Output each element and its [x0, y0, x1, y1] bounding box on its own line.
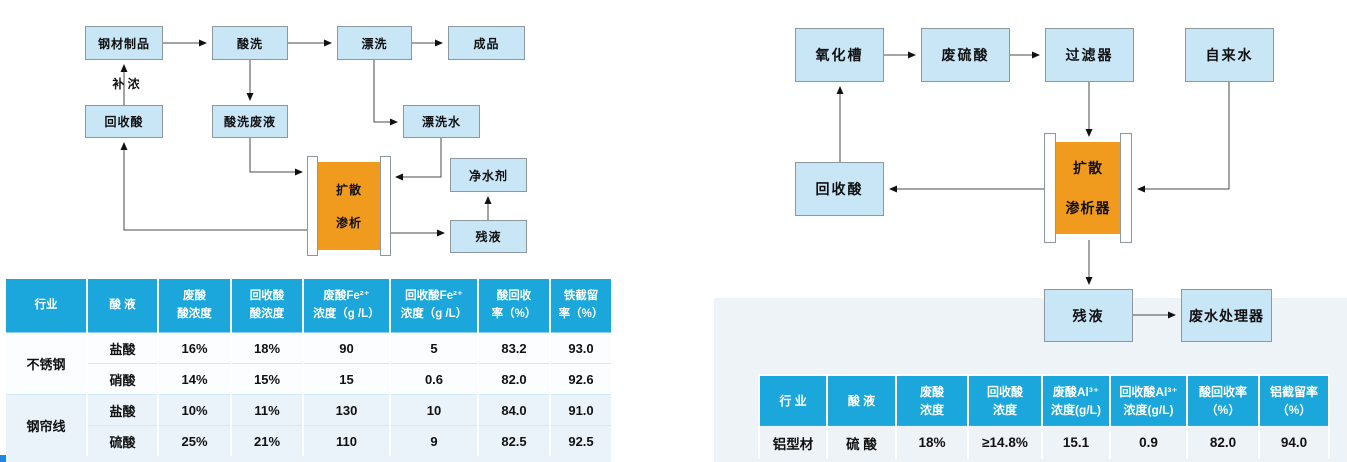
- cell: 15: [302, 363, 391, 395]
- cell: 130: [302, 394, 391, 426]
- cell: 14%: [157, 363, 232, 395]
- node-residual-left: 残液: [450, 220, 527, 253]
- right-table-header-row: 行 业 酸 液 废酸 浓度 回收酸 浓度 废酸Al³⁺ 浓度(g/L) 回收酸A…: [758, 374, 1330, 426]
- col-recovered-acid-conc: 回收酸 酸浓度: [230, 277, 304, 333]
- table-padding-row: [4, 456, 613, 462]
- dialyzer-right-membrane: [380, 156, 391, 256]
- cell: 84.0: [477, 394, 551, 426]
- table-row: 硝酸 14% 15% 15 0.6 82.0 92.6: [5, 363, 613, 395]
- cell: 25%: [157, 425, 232, 456]
- dialyzer-right-label-1: 扩散: [1073, 160, 1103, 176]
- cell: 94.0: [1258, 425, 1330, 459]
- industry-cell: 钢帘线: [4, 394, 88, 456]
- table-row: 铝型材 硫 酸 18% ≥14.8% 15.1 0.9 82.0 94.0: [758, 425, 1330, 459]
- col-industry: 行业: [4, 277, 88, 333]
- node-filter: 过滤器: [1045, 28, 1134, 82]
- dialyzer-left-membrane: [307, 156, 318, 256]
- node-steel-products: 钢材制品: [85, 26, 163, 60]
- cell: 盐酸: [86, 332, 159, 364]
- node-rinsing: 漂洗: [337, 26, 412, 60]
- dialyzer-left-label-1: 扩散: [335, 183, 362, 197]
- col-acid-recovery-rate: 酸回收 率（%）: [477, 277, 551, 333]
- cell: 10: [389, 394, 479, 426]
- cell: 10%: [157, 394, 232, 426]
- col-acid-recovery-rate: 酸回收率 （%）: [1186, 374, 1260, 426]
- node-oxidation-tank: 氧化槽: [795, 28, 884, 82]
- cell: 硝酸: [86, 363, 159, 395]
- cell: 18%: [895, 425, 969, 459]
- aluminum-anodizing-table: 行 业 酸 液 废酸 浓度 回收酸 浓度 废酸Al³⁺ 浓度(g/L) 回收酸A…: [758, 374, 1330, 459]
- col-iron-rejection-rate: 铁截留 率（%）: [549, 277, 613, 333]
- industry-cell: 不锈钢: [4, 332, 88, 395]
- cell: 110: [302, 425, 391, 456]
- cell: 83.2: [477, 332, 551, 364]
- cell: 18%: [230, 332, 304, 364]
- node-tap-water: 自来水: [1185, 28, 1274, 82]
- cell: 82.0: [477, 363, 551, 395]
- cell: 硫 酸: [826, 425, 897, 459]
- cell: 15.1: [1041, 425, 1111, 459]
- dialyzer-left-label-2: 渗析: [335, 216, 362, 230]
- node-rinse-water: 漂洗水: [403, 105, 480, 138]
- screenshot-edge-artifact: [0, 455, 6, 462]
- col-recovered-acid-conc: 回收酸 浓度: [967, 374, 1043, 426]
- cell: 9: [389, 425, 479, 456]
- col-industry: 行 业: [758, 374, 828, 426]
- node-recovered-acid-right: 回收酸: [795, 162, 884, 216]
- dialyzer2-left-membrane: [1044, 133, 1056, 243]
- dialyzer-right: 扩散 渗析器: [1056, 142, 1120, 234]
- cell: 90: [302, 332, 391, 364]
- col-acid: 酸 液: [86, 277, 159, 333]
- cell: 11%: [230, 394, 304, 426]
- col-recovered-fe-conc: 回收酸Fe²⁺ 浓度（g /L）: [389, 277, 479, 333]
- cell: 82.0: [1186, 425, 1260, 459]
- padding-cell: [4, 456, 613, 462]
- cell: 92.6: [549, 363, 613, 395]
- cell: 21%: [230, 425, 304, 456]
- col-recovered-al-conc: 回收酸Al³⁺ 浓度(g/L): [1109, 374, 1188, 426]
- node-pickling: 酸洗: [212, 26, 288, 60]
- cell: ≥14.8%: [967, 425, 1043, 459]
- node-residual-right: 残液: [1044, 289, 1133, 342]
- table-row: 硫酸 25% 21% 110 9 82.5 92.5: [5, 425, 613, 456]
- dialyzer2-right-membrane: [1120, 133, 1132, 243]
- col-waste-fe-conc: 废酸Fe²⁺ 浓度（g /L）: [302, 277, 391, 333]
- dialyzer-left: 扩散 渗析: [318, 162, 380, 250]
- col-acid: 酸 液: [826, 374, 897, 426]
- cell: 盐酸: [86, 394, 159, 426]
- node-waste-sulfuric-acid: 废硫酸: [921, 28, 1010, 82]
- cell: 82.5: [477, 425, 551, 456]
- col-waste-acid-conc: 废酸 酸浓度: [157, 277, 232, 333]
- col-al-rejection-rate: 铝截留率 （%）: [1258, 374, 1330, 426]
- cell: 16%: [157, 332, 232, 364]
- cell: 硫酸: [86, 425, 159, 456]
- node-wastewater-treater: 废水处理器: [1181, 289, 1272, 342]
- left-table-header-row: 行业 酸 液 废酸 酸浓度 回收酸 酸浓度 废酸Fe²⁺ 浓度（g /L） 回收…: [4, 277, 613, 333]
- replenish-label: 补 浓: [112, 77, 140, 91]
- cell: 0.6: [389, 363, 479, 395]
- node-finished-product: 成品: [448, 26, 525, 60]
- node-pickling-waste: 酸洗废液: [212, 105, 288, 138]
- table-row: 钢帘线 盐酸 10% 11% 130 10 84.0 91.0: [4, 394, 613, 456]
- cell: 91.0: [549, 394, 613, 426]
- cell: 92.5: [549, 425, 613, 456]
- node-water-purifier: 净水剂: [450, 158, 527, 192]
- cell: 铝型材: [758, 425, 828, 459]
- dialyzer-right-label-2: 渗析器: [1065, 200, 1111, 216]
- steel-pickling-table: 行业 酸 液 废酸 酸浓度 回收酸 酸浓度 废酸Fe²⁺ 浓度（g /L） 回收…: [4, 277, 613, 462]
- col-waste-acid-conc: 废酸 浓度: [895, 374, 969, 426]
- cell: 15%: [230, 363, 304, 395]
- cell: 0.9: [1109, 425, 1188, 459]
- node-recovered-acid-left: 回收酸: [85, 105, 163, 138]
- cell: 93.0: [549, 332, 613, 364]
- table-row: 不锈钢 盐酸 16% 18% 90 5 83.2 93.0: [4, 332, 613, 395]
- col-waste-al-conc: 废酸Al³⁺ 浓度(g/L): [1041, 374, 1111, 426]
- cell: 5: [389, 332, 479, 364]
